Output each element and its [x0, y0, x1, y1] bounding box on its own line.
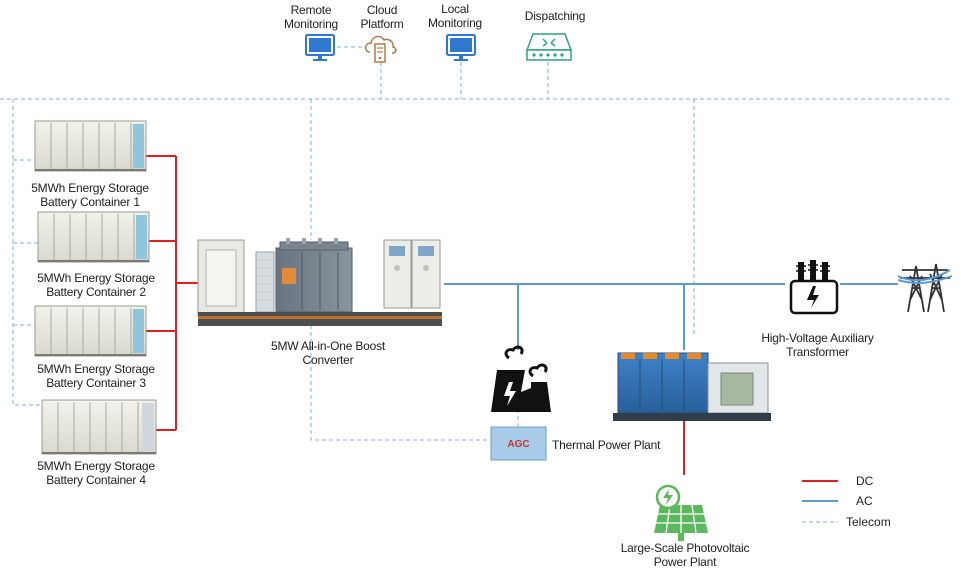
telecom-agc: [310, 318, 491, 441]
telecom-left-trunk: [12, 99, 42, 406]
legend-dc-label: DC: [856, 474, 874, 488]
agc-label: AGC: [507, 439, 529, 450]
transmission-tower-icon: [897, 263, 953, 313]
ac-lines: [444, 283, 898, 350]
legend: [802, 480, 838, 523]
thermal-plant-label: Thermal Power Plant: [552, 438, 661, 452]
telecom-lines: [0, 46, 950, 441]
boost-converter: [197, 238, 442, 326]
monitor-icon: [446, 34, 476, 61]
cloud-server-icon: [364, 35, 397, 63]
dc-lines: [146, 155, 685, 475]
battery-container-3: [34, 305, 147, 357]
battery-container-4: [41, 399, 157, 455]
battery-container-2: [37, 211, 150, 263]
battery-container-1: [34, 120, 147, 172]
network-switch-icon: [525, 33, 573, 61]
solar-panel-icon: [654, 484, 708, 541]
legend-ac-label: AC: [856, 494, 873, 508]
legend-telecom-label: Telecom: [846, 515, 891, 529]
dispatching-label: Dispatching: [524, 9, 586, 23]
monitor-icon: [305, 34, 335, 61]
pv-inverter-station: [613, 352, 771, 421]
factory-icon: [491, 345, 551, 412]
transformer-icon: [789, 260, 839, 315]
agc-box: AGC: [490, 426, 547, 461]
